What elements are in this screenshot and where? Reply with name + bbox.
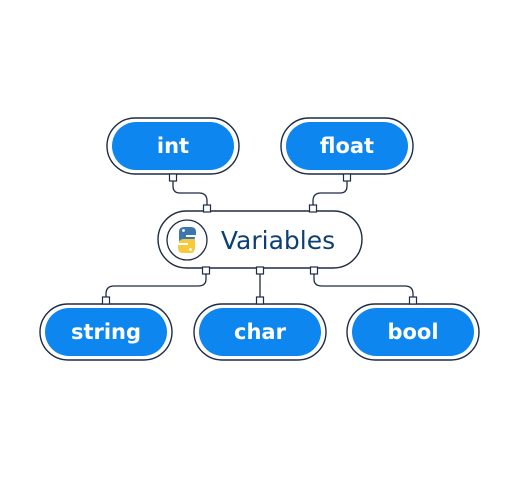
node-float-label: float	[320, 134, 374, 158]
node-string-label: string	[71, 320, 141, 344]
connector-int	[172, 180, 208, 206]
node-int[interactable]: int	[106, 117, 240, 175]
node-char[interactable]: char	[193, 303, 327, 361]
port-center-top-left	[202, 204, 212, 213]
port-float-bottom	[342, 173, 352, 182]
center-node-label: Variables	[221, 226, 335, 255]
port-int-bottom	[168, 173, 178, 182]
connectors	[105, 180, 414, 298]
node-bool-label: bool	[387, 320, 438, 344]
port-center-bottom-right	[309, 266, 319, 275]
node-char-label: char	[234, 320, 287, 344]
connector-ports	[101, 173, 418, 305]
port-center-bottom-middle	[255, 266, 265, 275]
node-string[interactable]: string	[39, 303, 173, 361]
node-bool[interactable]: bool	[346, 303, 480, 361]
port-center-bottom-left	[201, 266, 211, 275]
center-node-variables[interactable]: Variables	[157, 210, 363, 269]
port-char-top	[255, 296, 265, 305]
node-int-label: int	[157, 134, 189, 158]
port-center-top-right	[308, 204, 318, 213]
port-bool-top	[408, 296, 418, 305]
connector-float	[312, 180, 348, 206]
connector-string	[105, 273, 207, 298]
connector-bool	[313, 273, 414, 298]
port-string-top	[101, 296, 111, 305]
node-float[interactable]: float	[280, 117, 414, 175]
python-logo-icon	[166, 219, 208, 261]
